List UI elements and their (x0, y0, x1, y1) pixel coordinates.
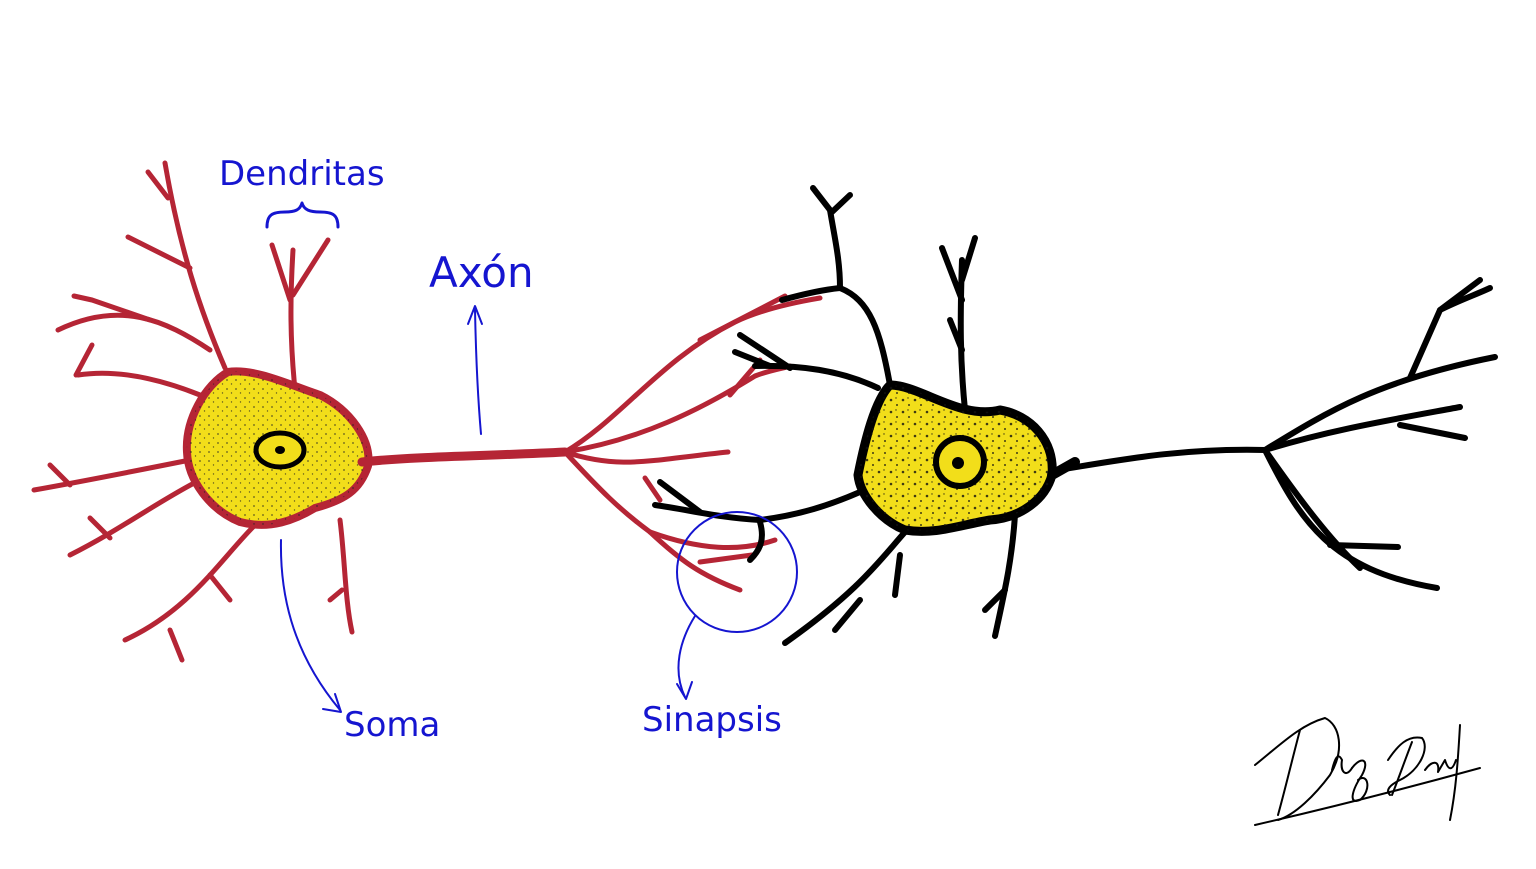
synapse-label: Sinapsis (642, 700, 782, 740)
soma-arrow (279, 539, 341, 711)
presynaptic-neuron (31, 160, 823, 663)
dendrites-brace (265, 201, 340, 229)
signature (1254, 717, 1481, 826)
annotations (265, 201, 798, 713)
synapse-arrow (677, 615, 696, 698)
axon-terminals (562, 293, 823, 593)
postsynaptic-neuron (652, 185, 1498, 646)
presynaptic-axon (357, 447, 570, 467)
synapse-circle (676, 511, 798, 633)
axon-label: Axón (429, 248, 534, 297)
axon-arrow (474, 309, 482, 435)
soma-label: Soma (344, 705, 441, 745)
dendrites-label: Dendritas (219, 154, 385, 194)
postsynaptic-dendrites (652, 185, 1498, 646)
presynaptic-dendrites (31, 160, 355, 663)
axon-arrow-head (467, 305, 483, 325)
synapse-arrow-head (676, 681, 693, 700)
soma-arrow-head (322, 693, 342, 713)
